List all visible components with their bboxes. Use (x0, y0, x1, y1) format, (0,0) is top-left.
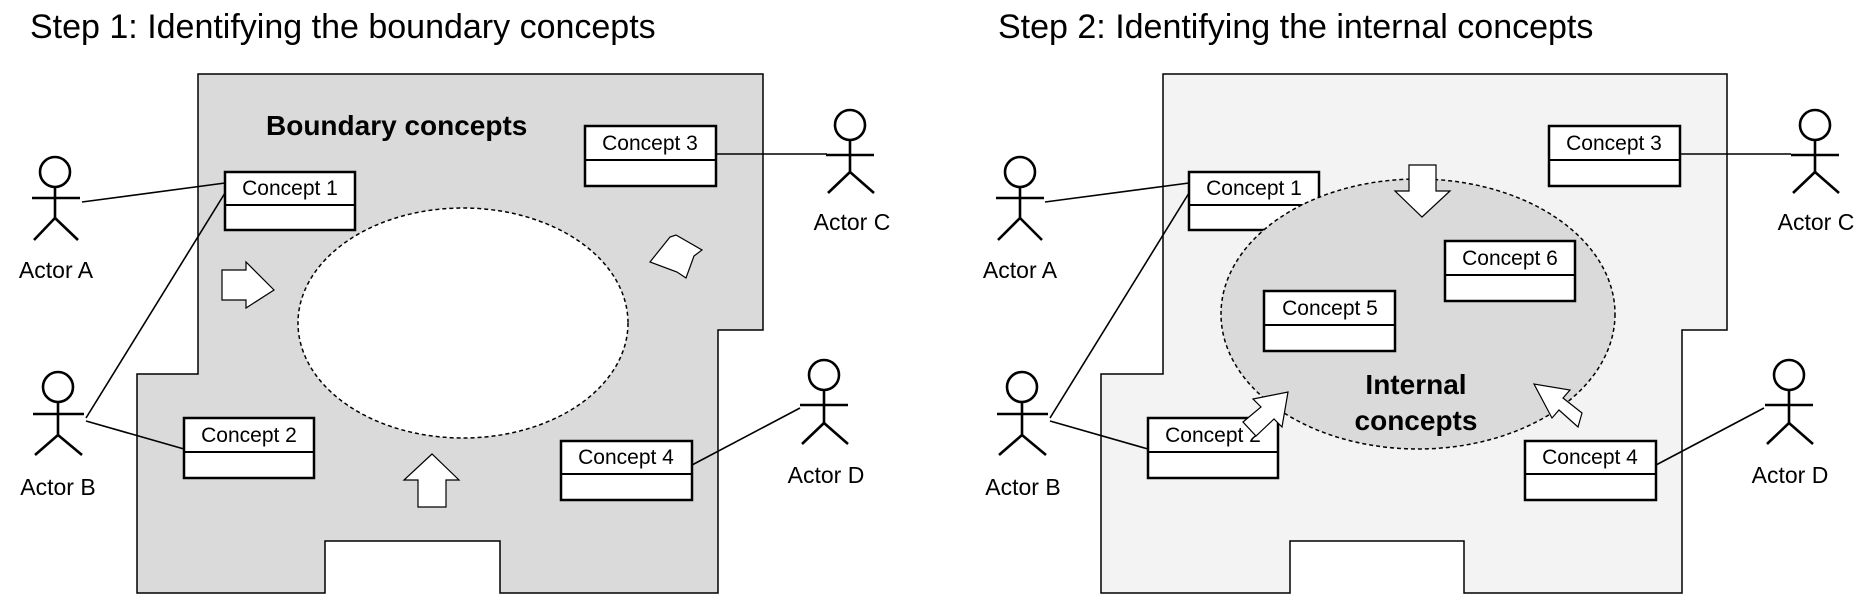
step2-title: Step 2: Identifying the internal concept… (998, 8, 1593, 46)
actor-label: Actor B (20, 474, 95, 500)
stick-figure-icon (826, 108, 875, 194)
step2-connections (1044, 153, 1791, 466)
concept-label: Concept 1 (1206, 177, 1302, 200)
concept-label: Concept 3 (602, 132, 698, 155)
actor-label: Actor B (985, 474, 1060, 500)
link-actor-b-concept-2 (1049, 420, 1149, 450)
concept-label: Concept 4 (578, 446, 674, 469)
stick-figure-icon (997, 370, 1048, 456)
step1-title: Step 1: Identifying the boundary concept… (30, 8, 656, 46)
concept-box[interactable]: Concept 3 (1547, 124, 1682, 188)
concept-label: Concept 3 (1566, 132, 1662, 155)
step2-panel: Step 2: Identifying the internal concept… (983, 8, 1855, 594)
link-actor-b-concept-2 (85, 420, 185, 450)
right-arrow-icon (221, 260, 275, 310)
concept-box[interactable]: Concept 2 (1146, 416, 1280, 480)
concept-box[interactable]: Concept 4 (559, 439, 694, 502)
stick-figure-icon (800, 358, 849, 445)
stick-figure-icon (32, 155, 80, 241)
concept-label: Concept 4 (1542, 446, 1638, 469)
internal-concepts-label-line1: Internal (1365, 369, 1466, 400)
actor-label: Actor C (814, 209, 891, 235)
link-actor-b-concept-1 (85, 192, 226, 419)
diagonal-arrow-icon (649, 234, 704, 279)
link-concept-4-actor-d (1655, 407, 1765, 466)
stick-figure-icon (1765, 358, 1814, 445)
actor-label: Actor A (983, 257, 1058, 283)
diagonal-arrow-icon (1242, 391, 1289, 437)
actor-label: Actor C (1778, 209, 1855, 235)
concept-box[interactable]: Concept 2 (182, 416, 316, 480)
step1-connections (81, 153, 827, 466)
concept-box[interactable]: Concept 1 (223, 170, 357, 232)
concept-box[interactable]: Concept 4 (1523, 439, 1658, 502)
stick-figure-icon (33, 370, 84, 456)
link-concept-4-actor-d (691, 407, 801, 466)
internal-concepts-label-line2: concepts (1355, 405, 1478, 436)
link-actor-a-concept-1 (81, 182, 226, 203)
concept-box[interactable]: Concept 6 (1443, 239, 1577, 303)
concept-label: Concept 2 (201, 424, 297, 447)
down-arrow-icon (1393, 164, 1452, 218)
step1-empty-ellipse (297, 207, 629, 439)
link-actor-b-concept-1 (1049, 192, 1190, 419)
boundary-concepts-label: Boundary concepts (266, 110, 527, 141)
concept-label: Concept 6 (1462, 247, 1558, 270)
concept-box[interactable]: Concept 5 (1262, 289, 1397, 353)
up-arrow-icon (402, 453, 461, 508)
concept-box[interactable]: Concept 3 (583, 124, 718, 188)
concept-label: Concept 5 (1282, 297, 1378, 320)
stick-figure-icon (996, 155, 1044, 241)
concept-label: Concept 1 (242, 177, 338, 200)
stick-figure-icon (1791, 108, 1840, 194)
diagonal-arrow-icon (1532, 383, 1583, 429)
actor-label: Actor D (1752, 462, 1829, 488)
concept-label: Concept 2 (1165, 424, 1261, 447)
actor-label: Actor A (19, 257, 94, 283)
actor-label: Actor D (788, 462, 865, 488)
link-actor-a-concept-1 (1044, 182, 1190, 203)
step1-panel: Step 1: Identifying the boundary concept… (19, 8, 891, 594)
